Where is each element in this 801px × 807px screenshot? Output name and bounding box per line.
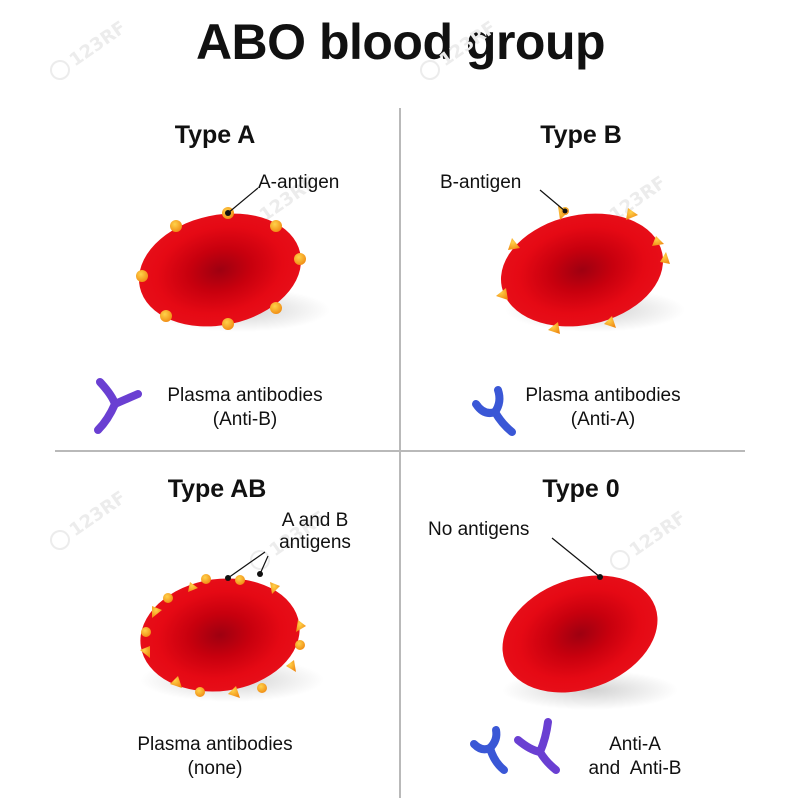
type-b-title: Type B [540, 121, 622, 149]
type-o-title: Type 0 [542, 475, 620, 503]
anti-b-antibody-icon-o [514, 718, 560, 774]
type-a-plasma-line1: Plasma antibodies [167, 385, 323, 406]
ab-antigen-label: A and B antigens [260, 510, 370, 554]
type-ab-plasma-line2: (none) [187, 758, 243, 779]
ab-antigen-line1: A and B [281, 510, 349, 531]
b-antigen-spikes [496, 206, 670, 334]
type-a-plasma: Plasma antibodies (Anti-B) [140, 384, 350, 432]
anti-b-antibody-icon [94, 378, 142, 434]
svg-text:123RF: 123RF [606, 172, 670, 226]
horizontal-divider [55, 450, 745, 452]
a-antigen-dots [136, 207, 306, 330]
type-ab-plasma: Plasma antibodies (none) [110, 733, 320, 781]
vertical-divider [399, 108, 401, 798]
ab-antigen-line2: antigens [279, 532, 351, 553]
type-o-plasma: Anti-A and Anti-B [560, 733, 710, 781]
type-o-cell [502, 537, 678, 710]
type-a-title: Type A [174, 121, 256, 149]
type-ab-cell [140, 551, 324, 702]
type-b-plasma: Plasma antibodies (Anti-A) [498, 384, 708, 432]
type-a-plasma-line2: (Anti-B) [212, 409, 278, 430]
svg-text:123RF: 123RF [626, 507, 690, 561]
type-a-cell [136, 187, 330, 332]
b-antigen-label: B-antigen [440, 172, 522, 193]
type-o-plasma-line1: Anti-A [609, 734, 661, 755]
ab-antigen-spikes [140, 582, 306, 698]
a-antigen-label: A-antigen [258, 172, 340, 193]
page-title: ABO blood group [195, 14, 606, 70]
ab-antigen-dots [141, 574, 305, 697]
no-antigens-label: No antigens [428, 519, 530, 540]
type-b-plasma-line2: (Anti-A) [570, 409, 636, 430]
anti-a-antibody-icon-o [470, 726, 508, 774]
type-ab-title: Type AB [167, 475, 267, 503]
type-b-cell [496, 189, 685, 334]
svg-text:123RF: 123RF [66, 487, 130, 541]
type-o-plasma-line2: and Anti-B [588, 758, 682, 779]
type-b-plasma-line1: Plasma antibodies [525, 385, 681, 406]
type-ab-plasma-line1: Plasma antibodies [137, 734, 293, 755]
